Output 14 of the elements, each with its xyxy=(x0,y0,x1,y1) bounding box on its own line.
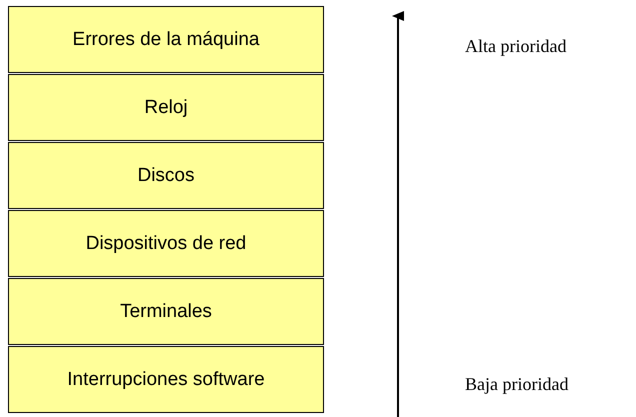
box-label: Dispositivos de red xyxy=(86,232,246,254)
priority-label: Alta prioridad xyxy=(465,36,566,57)
stack-box xyxy=(8,346,324,413)
stack-box xyxy=(8,210,324,277)
box-label: Discos xyxy=(137,164,194,186)
stack-box xyxy=(8,6,324,73)
box-label: Errores de la máquina xyxy=(72,28,260,50)
priority-label: Baja prioridad xyxy=(465,374,568,395)
stack-box xyxy=(8,74,324,141)
box-label: Terminales xyxy=(120,300,212,322)
stack-box xyxy=(8,142,324,209)
box-label: Interrupciones software xyxy=(67,368,265,390)
stack-box xyxy=(8,278,324,345)
box-label: Reloj xyxy=(144,96,188,118)
